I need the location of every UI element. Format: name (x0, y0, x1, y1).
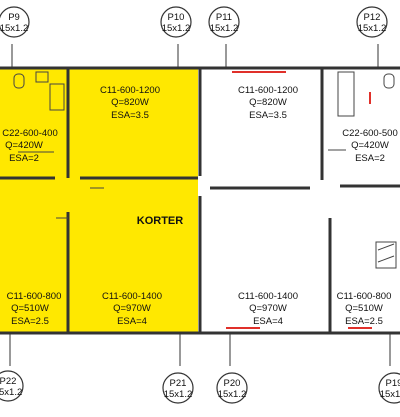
yellow-fill-top (0, 68, 198, 188)
radiator-r2-model: C22-600-400 (2, 128, 57, 139)
toilet-left (13, 73, 25, 89)
thin-details (13, 71, 397, 269)
toilet-right (383, 73, 395, 89)
radiator-r3-power: Q=510W (11, 303, 49, 314)
column-size-p21: 15x1.2 (164, 389, 193, 400)
radiator-r3-model: C11-600-800 (7, 291, 62, 302)
column-circle-p10 (160, 6, 192, 38)
stair-line-1 (377, 243, 395, 251)
column-size-p12: 15x1.2 (358, 23, 387, 34)
stair-line-2 (377, 255, 395, 263)
column-size-p20: 15x1.2 (218, 389, 247, 400)
radiator-r2-esa: ESA=2 (9, 153, 39, 164)
column-size-p10: 15x1.2 (162, 23, 191, 34)
column-id-p10: P10 (168, 12, 185, 23)
radiator-r6-model: C22-600-500 (342, 128, 397, 139)
column-size-p11: 15x1.2 (210, 23, 239, 34)
column-id-p12: P12 (364, 12, 381, 23)
radiator-r1-power: Q=820W (111, 97, 149, 108)
column-id-p20: P20 (224, 378, 241, 389)
radiator-r4-esa: ESA=4 (117, 316, 147, 327)
radiator-r7-esa: ESA=4 (253, 316, 283, 327)
column-id-p9: P9 (8, 12, 20, 23)
column-circle-p11 (208, 6, 240, 38)
radiator-r6-esa: ESA=2 (355, 153, 385, 164)
radiator-r1-esa: ESA=3.5 (111, 110, 149, 121)
column-circle-p19 (378, 372, 400, 404)
column-circle-p22 (0, 370, 24, 402)
radiator-r4-power: Q=970W (113, 303, 151, 314)
radiator-r4-model: C11-600-1400 (102, 291, 162, 302)
column-id-p11: P11 (216, 12, 232, 23)
column-size-p22: 15x1.2 (0, 387, 22, 398)
radiator-r5-esa: ESA=3.5 (249, 110, 287, 121)
radiator-r8-model: C11-600-800 (337, 291, 392, 302)
column-circles (0, 6, 400, 404)
column-circle-p21 (162, 372, 194, 404)
bath-fixture-left (35, 71, 49, 83)
bath-fixture-right (337, 71, 355, 117)
radiator-r2-power: Q=420W (5, 140, 43, 151)
column-size-p19: 15x1.2 (380, 389, 400, 400)
column-labels: P9 15x1.2 P10 15x1.2 P11 15x1.2 P12 15x1… (0, 12, 400, 400)
radiator-r6-power: Q=420W (351, 140, 389, 151)
column-id-p19: P19 (386, 378, 400, 389)
radiator-r3-esa: ESA=2.5 (11, 316, 49, 327)
walls (0, 66, 400, 335)
radiator-labels: C11-600-1200 Q=820W ESA=3.5 C22-600-400 … (2, 85, 397, 327)
column-size-p9: 15x1.2 (0, 23, 28, 34)
column-id-p21: P21 (170, 378, 187, 389)
radiator-r1-model: C11-600-1200 (100, 85, 160, 96)
stair-box (375, 241, 397, 269)
heating-pipes (226, 71, 372, 329)
radiator-r8-esa: ESA=2.5 (345, 316, 383, 327)
shaft-left (49, 83, 65, 111)
apartment-label: KORTER (137, 215, 184, 227)
column-circle-p12 (356, 6, 388, 38)
radiator-r7-power: Q=970W (249, 303, 287, 314)
column-circle-p20 (216, 372, 248, 404)
apartment-highlight (0, 68, 198, 332)
column-circle-p9 (0, 6, 30, 38)
radiator-r7-model: C11-600-1400 (238, 291, 298, 302)
radiator-r5-power: Q=820W (249, 97, 287, 108)
radiator-r5-model: C11-600-1200 (238, 85, 298, 96)
yellow-fill-bottom (0, 188, 198, 332)
column-id-p22: P22 (0, 376, 16, 387)
radiator-r8-power: Q=510W (345, 303, 383, 314)
column-leaders (9, 44, 391, 366)
